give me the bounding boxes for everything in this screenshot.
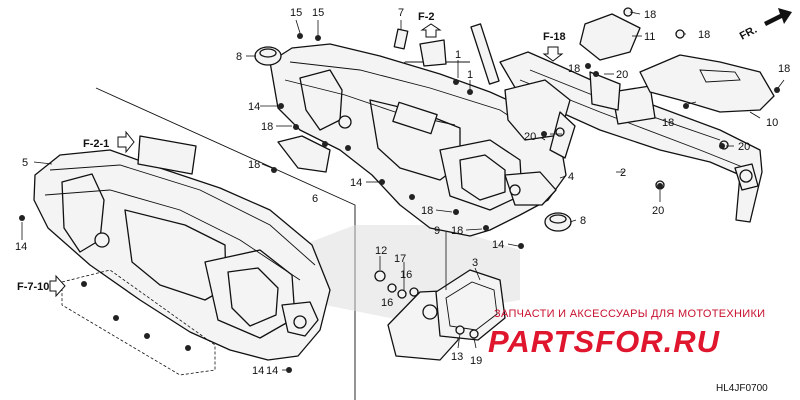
screw-group-box	[61, 269, 216, 376]
small-parts	[137, 7, 753, 339]
part-callout[interactable]: 8	[580, 215, 586, 227]
part-callout[interactable]: 20	[524, 131, 536, 143]
watermark-tagline: ЗАПЧАСТИ И АКСЕССУАРЫ ДЛЯ МОТОТЕХНИКИ	[494, 308, 765, 320]
part-callout[interactable]: 18	[698, 29, 710, 41]
direction-arrow-icon	[764, 8, 792, 26]
leader-lines	[21, 11, 785, 371]
part-callout[interactable]: 18	[451, 225, 463, 237]
part-callout[interactable]: 18	[421, 205, 433, 217]
part-callout[interactable]: 1	[455, 49, 461, 61]
front-orientation-indicator: FR.	[738, 8, 792, 43]
part-callout[interactable]: 16	[381, 297, 393, 309]
part-callout[interactable]: 19	[470, 355, 482, 367]
part-callout[interactable]: 14	[266, 365, 278, 377]
section-ref-f2[interactable]: F-2	[418, 11, 442, 38]
part-callout[interactable]: 9	[434, 225, 440, 237]
part-callout[interactable]: 2	[620, 167, 626, 179]
part-callout[interactable]: 15	[312, 7, 324, 19]
section-ref-text: F-2-1	[83, 138, 109, 150]
upper-dash-panel	[269, 43, 567, 237]
part-callout[interactable]: 14	[492, 239, 504, 251]
part-callout[interactable]: 18	[568, 63, 580, 75]
up-arrow-icon	[420, 23, 442, 38]
part-callout[interactable]: 6	[312, 193, 318, 205]
insulator	[639, 54, 775, 113]
part-callout[interactable]: 17	[394, 253, 406, 265]
part-callout[interactable]: 18	[261, 121, 273, 133]
part-callout[interactable]: 14	[15, 241, 27, 253]
part-callout[interactable]: 15	[290, 7, 302, 19]
fasteners	[19, 33, 780, 373]
part-callout[interactable]: 18	[248, 159, 260, 171]
diagram-code: HL4JF0700	[716, 383, 768, 394]
part-callout[interactable]: 10	[766, 117, 778, 129]
part-callout[interactable]: 18	[778, 63, 790, 75]
part-callout[interactable]: 14	[350, 177, 362, 189]
part-callout[interactable]: 20	[652, 205, 664, 217]
part-callout[interactable]: 12	[375, 245, 387, 257]
part-callout[interactable]: 8	[236, 51, 242, 63]
part-callout[interactable]: 14	[248, 101, 260, 113]
right-arrow-icon	[117, 130, 135, 154]
callout-labels: 15 15 7 8 1 1 14 18 18 6 5 14 14 14 18 1…	[15, 7, 790, 377]
part-callout[interactable]: 18	[644, 9, 656, 21]
part-callout[interactable]: 3	[472, 257, 478, 269]
section-ref-text: F-2	[418, 11, 435, 23]
orientation-label: FR.	[738, 24, 759, 43]
lower-dash-panel	[33, 149, 331, 361]
part-callout[interactable]: 7	[398, 7, 404, 19]
section-ref-f21[interactable]: F-2-1	[83, 130, 135, 154]
glove-box	[387, 269, 506, 361]
part-callout[interactable]: 5	[22, 157, 28, 169]
part-callout[interactable]: 1	[467, 69, 473, 81]
watermark: ЗАПЧАСТИ И АКСЕССУАРЫ ДЛЯ МОТОТЕХНИКИ PA…	[488, 308, 765, 359]
watermark-brand: PARTSFOR.RU	[488, 324, 721, 359]
right-arrow-icon	[49, 274, 66, 298]
part-callout[interactable]: 14	[252, 365, 264, 377]
heat-shield	[579, 13, 641, 61]
section-ref-f18[interactable]: F-18	[542, 31, 566, 62]
section-ref-f710[interactable]: F-7-10	[17, 274, 66, 298]
part-callout[interactable]: 11	[644, 31, 655, 43]
section-ref-text: F-7-10	[17, 281, 49, 293]
part-callout[interactable]: 16	[400, 269, 412, 281]
part-callout[interactable]: 20	[616, 69, 628, 81]
section-ref-text: F-18	[543, 31, 566, 43]
part-callout[interactable]: 18	[662, 117, 674, 129]
down-arrow-icon	[542, 46, 564, 62]
part-callout[interactable]: 4	[568, 171, 574, 183]
part-callout[interactable]: 20	[738, 141, 750, 153]
part-callout[interactable]: 13	[451, 351, 463, 363]
